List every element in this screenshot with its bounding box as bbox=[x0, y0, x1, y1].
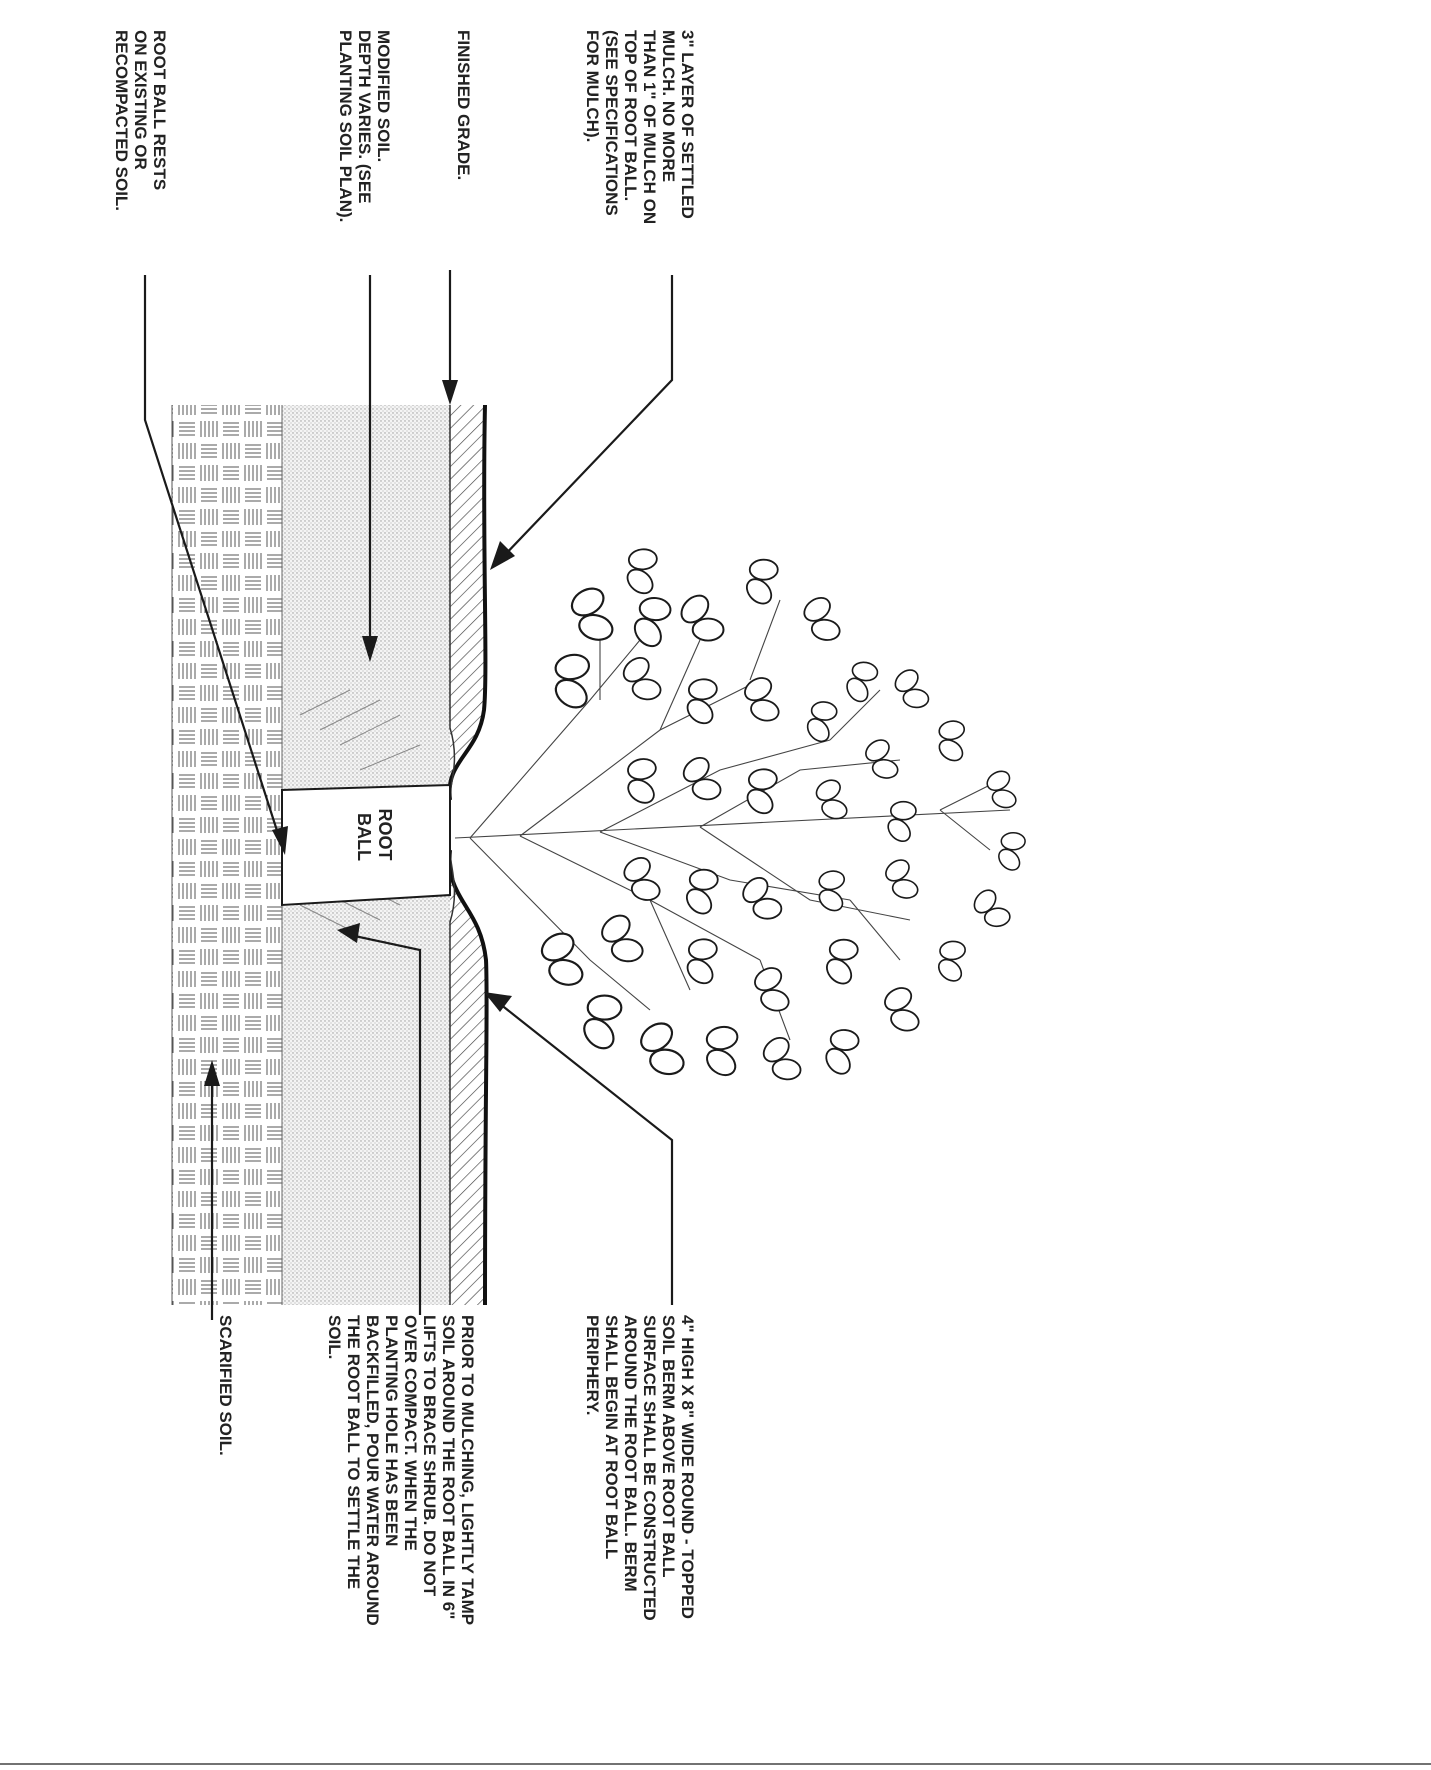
shrub-foliage bbox=[534, 540, 1034, 1091]
finished-grade-arrowhead bbox=[442, 380, 458, 405]
mulch-note-line: TOP OF ROOT BALL. bbox=[621, 30, 640, 201]
scarified-soil-layer bbox=[172, 405, 282, 1305]
backfill-note-line: SOIL. bbox=[325, 1315, 344, 1359]
mulch-layer bbox=[449, 405, 487, 1305]
modified-soil-note-line: PLANTING SOIL PLAN). bbox=[336, 30, 355, 222]
root-ball-rests-note-line: ROOT BALL RESTS bbox=[150, 30, 169, 190]
mulch-leader-arrowhead bbox=[490, 541, 515, 570]
finished-grade-note: FINISHED GRADE. bbox=[454, 30, 473, 180]
modified-soil-note-line: MODIFIED SOIL. bbox=[374, 30, 393, 162]
finished-grade-note-line: FINISHED GRADE. bbox=[454, 30, 473, 180]
modified-soil-note: MODIFIED SOIL.DEPTH VARIES. (SEEPLANTING… bbox=[336, 30, 393, 222]
scarified-note: SCARIFIED SOIL. bbox=[216, 1315, 235, 1456]
root-ball-rests-note-line: RECOMPACTED SOIL. bbox=[112, 30, 131, 211]
backfill-note-line: THE ROOT BALL TO SETTLE THE bbox=[344, 1315, 363, 1589]
backfill-note-line: PRIOR TO MULCHING, LIGHTLY TAMP bbox=[458, 1315, 477, 1625]
mulch-note: 3" LAYER OF SETTLEDMULCH. NO MORETHAN 1"… bbox=[583, 30, 697, 224]
mulch-leader bbox=[499, 275, 674, 561]
root-ball-label: ROOT BALL bbox=[354, 808, 395, 865]
backfill-leader bbox=[349, 933, 422, 1315]
mulch-note-line: FOR MULCH). bbox=[583, 30, 602, 142]
backfill-note-line: LIFTS TO BRACE SHRUB. DO NOT bbox=[420, 1315, 439, 1597]
berm-leader-arrowhead bbox=[484, 992, 512, 1012]
backfill-note-line: OVER COMPACT. WHEN THE bbox=[401, 1315, 420, 1551]
root-ball-rests-note: ROOT BALL RESTSON EXISTING ORRECOMPACTED… bbox=[112, 30, 169, 211]
berm-note-line: 4" HIGH X 8" WIDE ROUND - TOPPED bbox=[678, 1315, 697, 1619]
scarified-arrowhead bbox=[204, 1060, 220, 1086]
berm-note-line: PERIPHERY. bbox=[583, 1315, 602, 1415]
berm-leader bbox=[494, 999, 674, 1305]
mulch-surface-line bbox=[447, 404, 489, 1306]
berm-note-line: SHALL BEGIN AT ROOT BALL bbox=[602, 1315, 621, 1559]
berm-note-line: SURFACE SHALL BE CONSTRUCTED bbox=[640, 1315, 659, 1621]
backfill-leader-arrowhead bbox=[337, 923, 360, 943]
berm-note-line: SOIL BERM ABOVE ROOT BALL bbox=[659, 1315, 678, 1578]
backfill-note-line: BACKFILLED, POUR WATER AROUND bbox=[363, 1315, 382, 1626]
root-ball-rests-leader bbox=[143, 275, 282, 841]
callout-leaders bbox=[143, 270, 674, 1320]
berm-note: 4" HIGH X 8" WIDE ROUND - TOPPEDSOIL BER… bbox=[583, 1315, 697, 1621]
root-ball bbox=[281, 783, 451, 907]
modified-soil-arrowhead bbox=[362, 636, 378, 662]
root-ball-label-line1: ROOT bbox=[375, 808, 395, 860]
backfill-note: PRIOR TO MULCHING, LIGHTLY TAMPSOIL AROU… bbox=[325, 1315, 477, 1626]
mulch-note-line: THAN 1" OF MULCH ON bbox=[640, 30, 659, 224]
root-ball-rests-arrowhead bbox=[272, 826, 288, 855]
backfill-note-line: SOIL AROUND THE ROOT BALL IN 6" bbox=[439, 1315, 458, 1619]
root-ball-rests-note-line: ON EXISTING OR bbox=[131, 30, 150, 170]
scarified-note-line: SCARIFIED SOIL. bbox=[216, 1315, 235, 1456]
shrub-branches bbox=[454, 599, 1011, 1041]
berm-note-line: AROUND THE ROOT BALL. BERM bbox=[621, 1315, 640, 1592]
mulch-note-line: 3" LAYER OF SETTLED bbox=[678, 30, 697, 219]
mulch-note-line: (SEE SPECIFICATIONS bbox=[602, 30, 621, 216]
mulch-note-line: MULCH. NO MORE bbox=[659, 30, 678, 182]
modified-soil-note-line: DEPTH VARIES. (SEE bbox=[355, 30, 374, 204]
root-ball-label-line2: BALL bbox=[354, 813, 374, 861]
backfill-note-line: PLANTING HOLE HAS BEEN bbox=[382, 1315, 401, 1546]
